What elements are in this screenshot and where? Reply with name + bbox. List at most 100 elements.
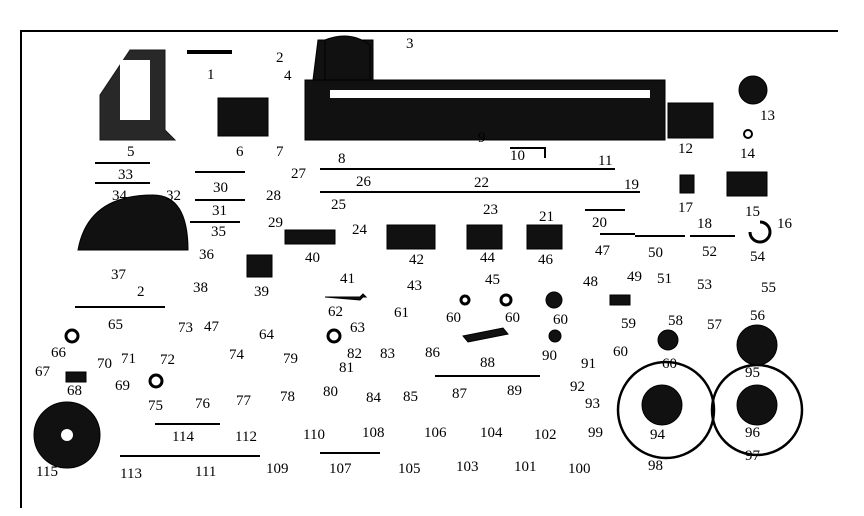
label-21: 21 xyxy=(539,209,554,225)
label-56: 56 xyxy=(750,308,766,324)
bench-stand-frame xyxy=(99,49,177,141)
label-38: 38 xyxy=(193,280,208,296)
label-8: 8 xyxy=(338,151,346,167)
label-69: 69 xyxy=(115,378,130,394)
label-74: 74 xyxy=(229,347,245,363)
part-67 xyxy=(65,371,87,383)
label-46: 46 xyxy=(538,252,554,268)
label-2: 2 xyxy=(276,50,284,66)
label-24: 24 xyxy=(352,222,368,238)
label-50: 50 xyxy=(648,245,663,261)
label-15: 15 xyxy=(745,204,760,220)
label-66: 66 xyxy=(51,345,67,361)
label-89: 89 xyxy=(507,383,522,399)
label-42: 42 xyxy=(409,252,424,268)
label-85: 85 xyxy=(403,389,418,405)
label-109: 109 xyxy=(266,461,289,477)
label-72: 72 xyxy=(160,352,175,368)
label-110: 110 xyxy=(303,427,325,443)
label-1: 1 xyxy=(207,67,215,83)
washer-14 xyxy=(743,129,753,139)
callout-labels: 1 2 3 4 5 6 7 8 9 10 11 12 13 14 15 16 1… xyxy=(35,36,793,482)
label-97: 97 xyxy=(745,448,761,464)
label-37: 37 xyxy=(111,267,127,283)
label-64: 64 xyxy=(259,327,275,343)
label-94: 94 xyxy=(650,427,666,443)
label-48: 48 xyxy=(583,274,598,290)
part-59 xyxy=(609,294,631,306)
label-60d: 60 xyxy=(613,344,628,360)
label-80: 80 xyxy=(323,384,338,400)
label-58: 58 xyxy=(668,313,683,329)
label-51: 51 xyxy=(657,271,672,287)
label-57: 57 xyxy=(707,317,723,333)
label-22: 22 xyxy=(474,175,489,191)
label-36: 36 xyxy=(199,247,215,263)
label-105: 105 xyxy=(398,461,421,477)
label-14: 14 xyxy=(740,146,756,162)
faceplate-hub xyxy=(61,429,73,441)
label-78: 78 xyxy=(280,389,295,405)
label-30: 30 xyxy=(213,180,228,196)
label-19: 19 xyxy=(624,177,639,193)
pulley-13 xyxy=(738,75,768,105)
chuck-94 xyxy=(641,384,683,426)
label-111: 111 xyxy=(195,464,216,480)
label-6: 6 xyxy=(236,144,244,160)
chuck-96 xyxy=(736,384,778,426)
label-113: 113 xyxy=(120,466,142,482)
label-112: 112 xyxy=(235,429,257,445)
label-9: 9 xyxy=(478,130,486,146)
label-84: 84 xyxy=(366,390,382,406)
label-92: 92 xyxy=(570,379,585,395)
label-20: 20 xyxy=(592,215,607,231)
frame-border xyxy=(20,30,838,508)
label-47: 47 xyxy=(595,243,611,259)
washer-82 xyxy=(326,328,342,344)
part-42 xyxy=(386,224,436,250)
label-90: 90 xyxy=(542,348,557,364)
label-75: 75 xyxy=(148,398,163,414)
label-67: 67 xyxy=(35,364,51,380)
label-13: 13 xyxy=(760,108,775,124)
label-18: 18 xyxy=(697,216,712,232)
disk-60c xyxy=(545,291,563,309)
label-7: 7 xyxy=(276,144,284,160)
label-4: 4 xyxy=(284,68,292,84)
bar-10 xyxy=(510,147,546,158)
label-59: 59 xyxy=(621,316,636,332)
label-2b: 2 xyxy=(137,284,145,300)
label-28: 28 xyxy=(266,188,281,204)
block-17 xyxy=(679,174,695,194)
part-44 xyxy=(466,224,503,250)
label-45: 45 xyxy=(485,272,500,288)
label-65: 65 xyxy=(108,317,123,333)
ring-98 xyxy=(616,360,716,460)
label-25: 25 xyxy=(331,197,346,213)
wrench-62 xyxy=(324,293,368,301)
label-68: 68 xyxy=(67,383,82,399)
label-91: 91 xyxy=(581,356,596,372)
label-60b: 60 xyxy=(505,310,520,326)
label-73: 73 xyxy=(178,320,193,336)
label-103: 103 xyxy=(456,459,479,475)
label-79: 79 xyxy=(283,351,298,367)
label-35: 35 xyxy=(211,224,226,240)
label-11: 11 xyxy=(598,153,612,169)
label-60: 60 xyxy=(446,310,461,326)
label-83: 83 xyxy=(380,346,395,362)
label-60c: 60 xyxy=(553,312,568,328)
label-41: 41 xyxy=(340,271,355,287)
label-3: 3 xyxy=(406,36,414,52)
label-95: 95 xyxy=(745,365,760,381)
label-98: 98 xyxy=(648,458,663,474)
label-104: 104 xyxy=(480,425,503,441)
label-99: 99 xyxy=(588,425,603,441)
label-52: 52 xyxy=(702,244,717,260)
label-115: 115 xyxy=(36,464,58,480)
label-16: 16 xyxy=(777,216,793,232)
label-107: 107 xyxy=(329,461,352,477)
label-49: 49 xyxy=(627,269,642,285)
label-44: 44 xyxy=(480,250,496,266)
washer-60a xyxy=(459,294,471,306)
